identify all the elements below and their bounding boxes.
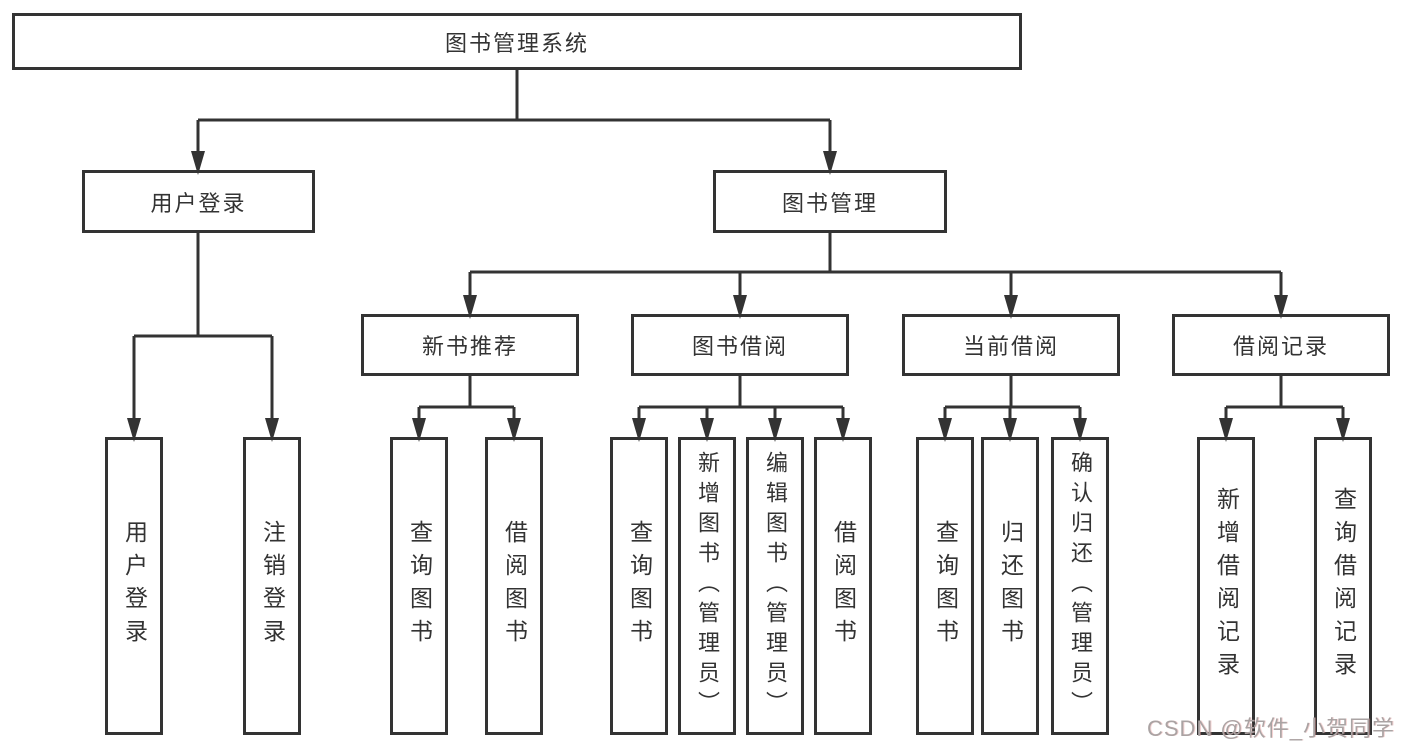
node-borrow-records: 借阅记录: [1172, 314, 1390, 376]
node-label: 图书借阅: [691, 334, 788, 359]
node-label: 查询借阅记录: [1330, 487, 1357, 685]
node-label: 新书推荐: [421, 334, 518, 359]
node-label: 当前借阅: [962, 334, 1059, 359]
leaf-borrow-books-recommend: 借阅图书: [485, 437, 543, 735]
node-current-borrow: 当前借阅: [902, 314, 1120, 376]
node-label: 图书管理: [781, 190, 878, 216]
node-label: 借阅图书: [830, 520, 857, 652]
leaf-query-books-current: 查询图书: [916, 437, 974, 735]
watermark-text: CSDN @软件_小贺同学: [1146, 716, 1395, 741]
node-label: 查询图书: [626, 520, 653, 652]
leaf-query-books-recommend: 查询图书: [390, 437, 448, 735]
node-label: 确认归还（管理员）: [1068, 451, 1093, 721]
leaf-return-book: 归还图书: [981, 437, 1039, 735]
node-label: 新增借阅记录: [1213, 487, 1240, 685]
node-label: 借阅记录: [1232, 334, 1329, 359]
node-label: 查询图书: [932, 520, 959, 652]
node-book-management: 图书管理: [713, 170, 947, 233]
leaf-add-book-admin: 新增图书（管理员）: [678, 437, 736, 735]
node-label: 用户登录: [150, 190, 247, 216]
node-label: 用户登录: [121, 520, 148, 652]
leaf-query-books-borrow: 查询图书: [610, 437, 668, 735]
node-label: 编辑图书（管理员）: [763, 451, 788, 721]
node-label: 图书管理系统: [444, 30, 589, 56]
node-root: 图书管理系统: [12, 13, 1022, 70]
node-label: 借阅图书: [501, 520, 528, 652]
node-label: 新增图书（管理员）: [695, 451, 720, 721]
node-label: 查询图书: [406, 520, 433, 652]
leaf-confirm-return-admin: 确认归还（管理员）: [1051, 437, 1109, 735]
leaf-borrow-books: 借阅图书: [814, 437, 872, 735]
node-label: 注销登录: [259, 520, 286, 652]
leaf-add-borrow-record: 新增借阅记录: [1197, 437, 1255, 735]
node-label: 归还图书: [997, 520, 1024, 652]
node-user-login: 用户登录: [82, 170, 315, 233]
